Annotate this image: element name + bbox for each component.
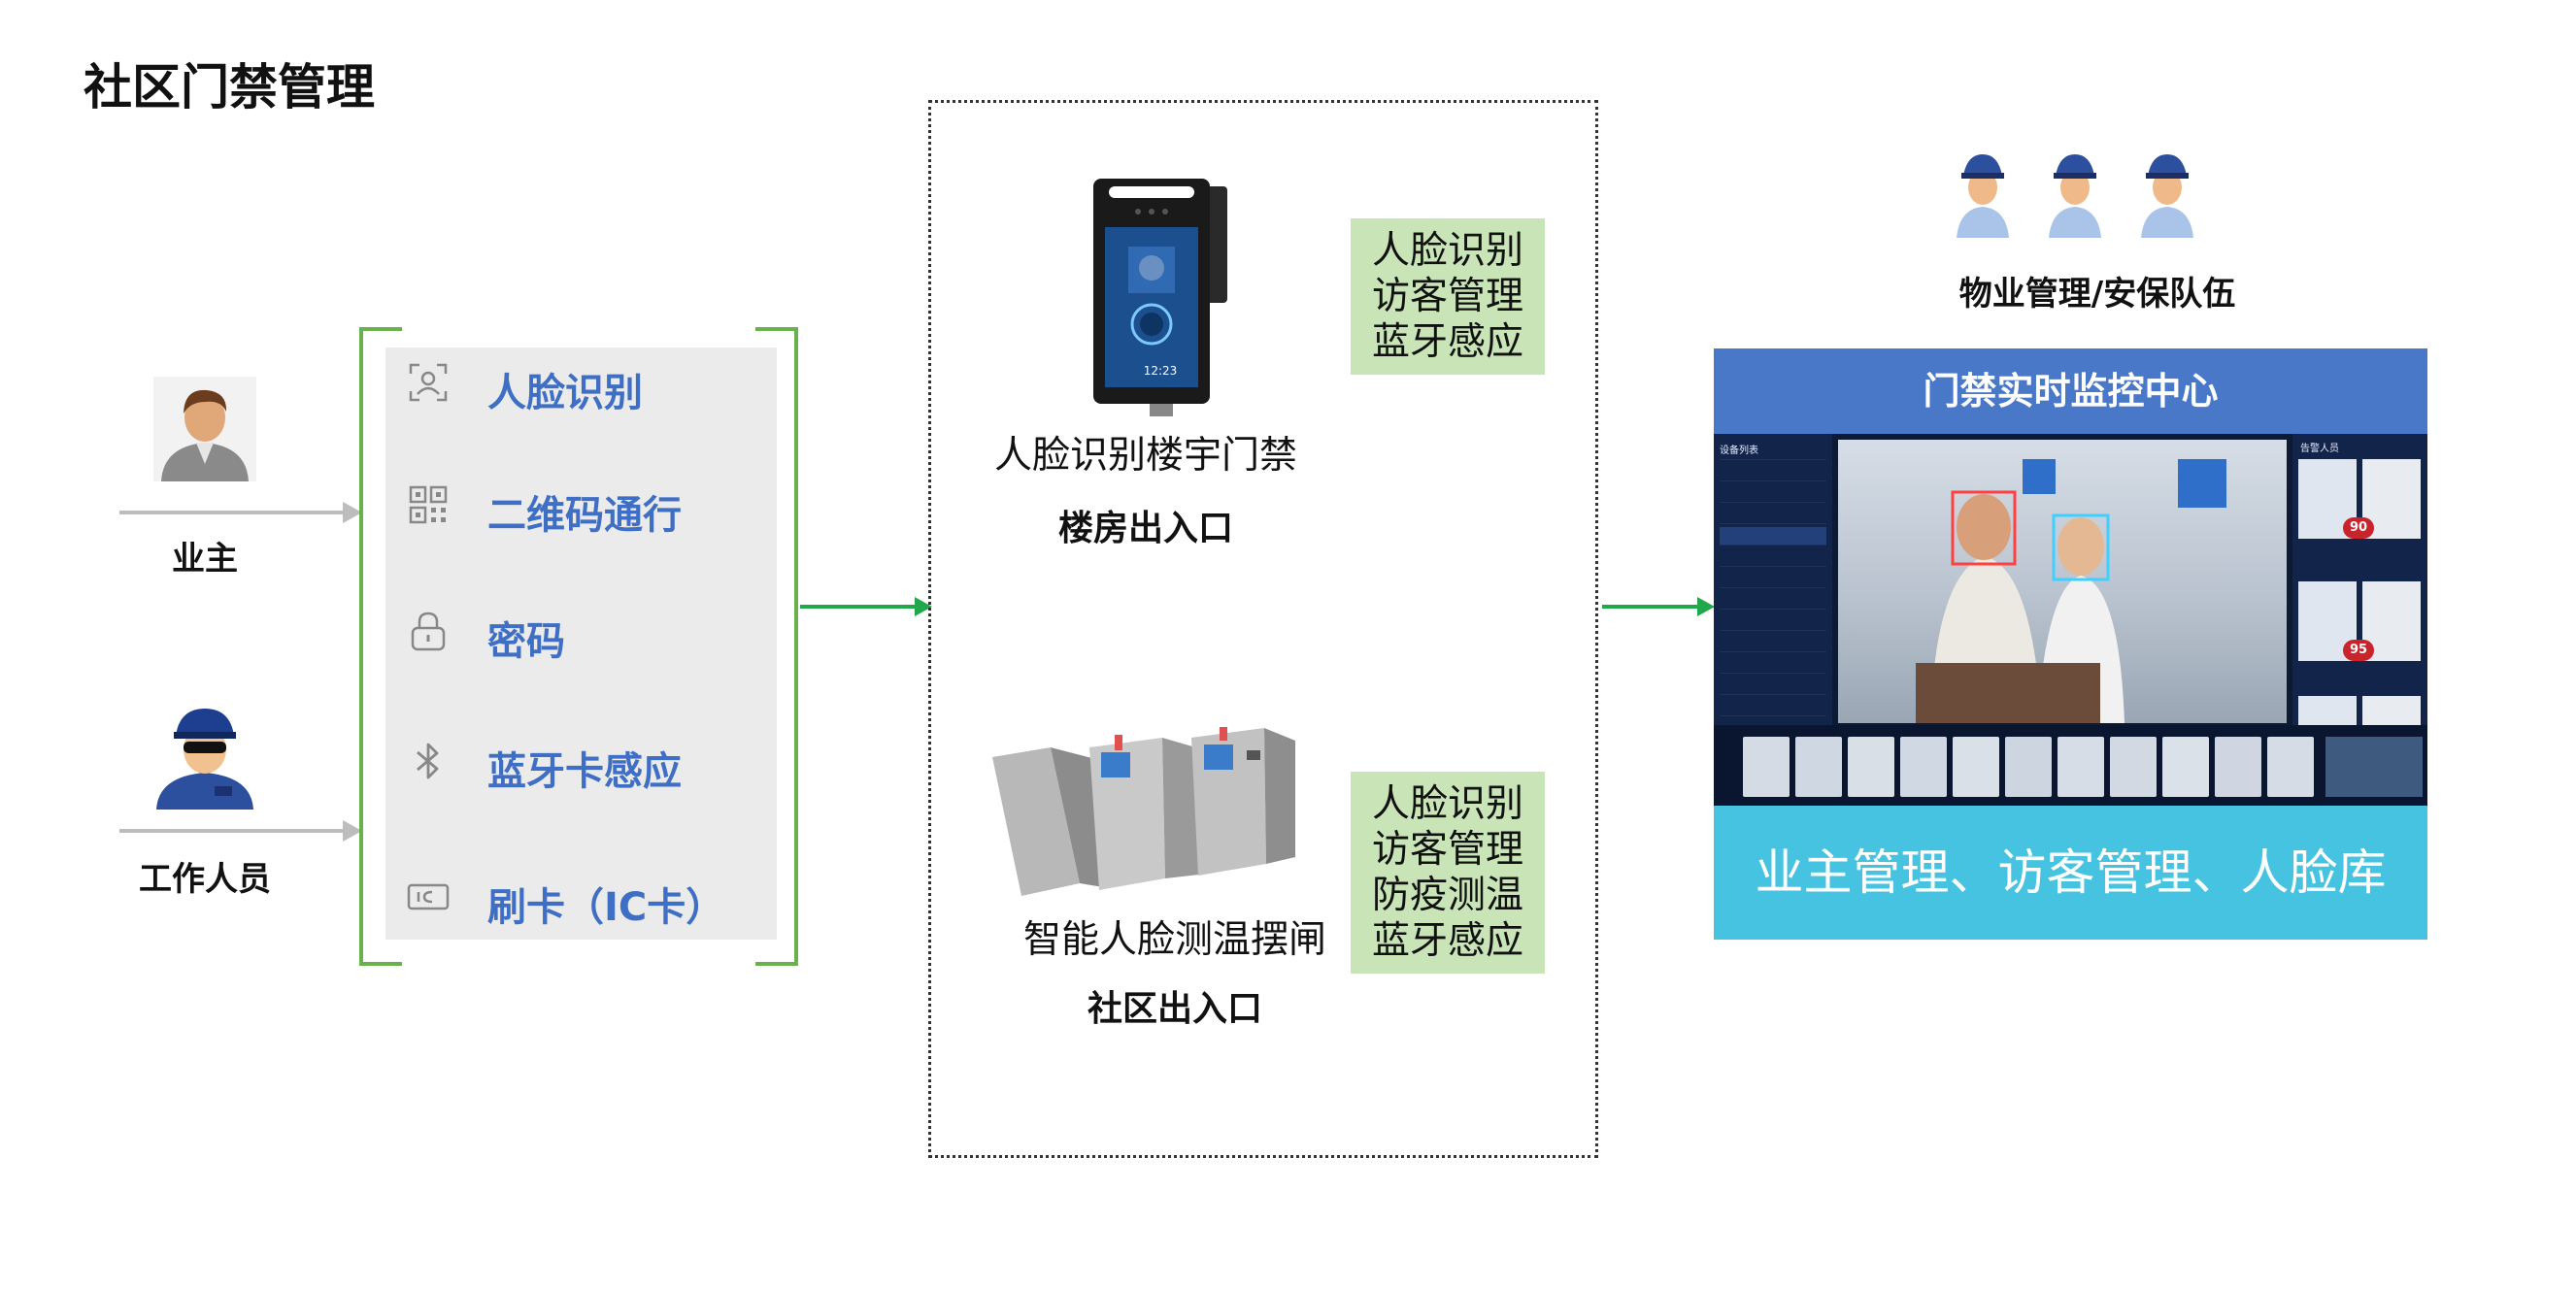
alarm-score-badge: 90	[2343, 517, 2374, 539]
lock-icon	[411, 612, 446, 651]
owner-avatar-icon	[153, 377, 256, 481]
capture-thumb	[1743, 737, 1790, 797]
alarm-score-badge: 95	[2343, 640, 2374, 661]
turnstile-gate-icon	[992, 723, 1298, 908]
right-bracket	[755, 327, 798, 966]
security-guards	[1952, 150, 2243, 238]
terminal-name: 人脸识别楼宇门禁	[993, 434, 1297, 478]
feature-item: 人脸识别	[1371, 782, 1523, 826]
feature-item: 蓝牙感应	[1371, 919, 1523, 963]
gate-features: 人脸识别 访客管理 防疫测温 蓝牙感应	[1351, 772, 1545, 974]
device-list-row	[1720, 634, 1826, 652]
monitor-title: 门禁实时监控中心	[1714, 348, 2427, 434]
capture-thumb	[2057, 737, 2104, 797]
method-ic-card: 刷卡（IC卡）	[385, 862, 777, 940]
feature-item: 访客管理	[1371, 275, 1523, 318]
face-scan-icon	[409, 363, 448, 402]
method-bluetooth: 蓝牙卡感应	[385, 726, 777, 804]
device-list-row	[1720, 677, 1826, 695]
terminal-location: 楼房出入口	[1057, 509, 1233, 548]
map-thumb	[2325, 737, 2423, 797]
staff-arrow-head	[343, 820, 362, 842]
method-label: 二维码通行	[487, 493, 682, 538]
method-label: 人脸识别	[487, 371, 643, 415]
terminal-features: 人脸识别 访客管理 蓝牙感应	[1351, 218, 1545, 375]
devices-box	[928, 100, 1598, 1158]
monitor-footer: 业主管理、访客管理、人脸库	[1714, 806, 2427, 940]
security-label: 物业管理/安保队伍	[1958, 275, 2236, 314]
capture-thumb	[2215, 737, 2261, 797]
guard-icon	[2141, 154, 2193, 238]
staff-arrow	[119, 829, 345, 833]
method-qr: 二维码通行	[385, 470, 777, 547]
methods-to-devices-arrow	[800, 605, 917, 609]
devices-to-monitor-arrow-head	[1697, 597, 1715, 616]
owner-label: 业主	[172, 540, 238, 579]
device-list-row	[1720, 612, 1826, 631]
device-list-row	[1720, 591, 1826, 610]
method-password: 密码	[385, 596, 777, 674]
feature-item: 人脸识别	[1371, 229, 1523, 273]
ic-card-icon	[407, 883, 450, 910]
capture-thumb	[1953, 737, 1999, 797]
monitor-screen: 设备列表 告警人员 90 95	[1714, 434, 2427, 806]
owner-arrow-head	[343, 502, 362, 523]
method-label: 刷卡（IC卡）	[487, 885, 725, 930]
device-list-row	[1720, 698, 1826, 716]
device-list-row	[1720, 484, 1826, 503]
staff-avatar-icon	[151, 701, 259, 810]
page-title: 社区门禁管理	[84, 59, 375, 116]
device-list-row	[1720, 463, 1826, 481]
devices-to-monitor-arrow	[1602, 605, 1699, 609]
device-list-row	[1720, 527, 1826, 546]
method-face: 人脸识别	[385, 347, 777, 425]
gate-name: 智能人脸测温摆闸	[1022, 918, 1326, 962]
methods-to-devices-arrow-head	[915, 597, 932, 616]
bluetooth-icon	[417, 743, 439, 779]
terminal-clock: 12:23	[1143, 364, 1178, 378]
video-feed	[1838, 440, 2287, 723]
device-list-panel: 设备列表	[1714, 434, 1832, 725]
owner-arrow	[119, 511, 345, 514]
device-list-row	[1720, 655, 1826, 674]
capture-thumb	[2162, 737, 2209, 797]
method-label: 蓝牙卡感应	[487, 749, 682, 794]
device-list-title: 设备列表	[1720, 442, 1826, 460]
left-bracket	[359, 327, 402, 966]
face-terminal-device-icon	[1091, 179, 1230, 416]
capture-thumb	[1795, 737, 1842, 797]
feature-item: 蓝牙感应	[1371, 320, 1523, 364]
capture-thumb	[1900, 737, 1947, 797]
method-label: 密码	[487, 619, 565, 664]
device-list-row	[1720, 548, 1826, 567]
device-list-row	[1720, 570, 1826, 588]
feature-item: 防疫测温	[1371, 874, 1523, 917]
access-methods-panel: 人脸识别 二维码通行 密码 蓝牙卡感应	[385, 347, 777, 940]
staff-label: 工作人员	[139, 860, 271, 899]
alarm-photo	[2362, 696, 2421, 725]
alarm-photo	[2298, 696, 2357, 725]
guard-icon	[2049, 154, 2101, 238]
guard-icon	[1957, 154, 2009, 238]
gate-location: 社区出入口	[1087, 989, 1262, 1029]
feature-item: 访客管理	[1371, 828, 1523, 872]
alarm-title: 告警人员	[2300, 444, 2339, 454]
alarm-panel: 告警人员 90 95	[2292, 434, 2427, 725]
capture-thumb	[2005, 737, 2052, 797]
capture-thumb	[2110, 737, 2157, 797]
capture-thumb	[1848, 737, 1894, 797]
qr-code-icon	[409, 485, 448, 524]
capture-thumb	[2267, 737, 2314, 797]
device-list-row	[1720, 506, 1826, 524]
